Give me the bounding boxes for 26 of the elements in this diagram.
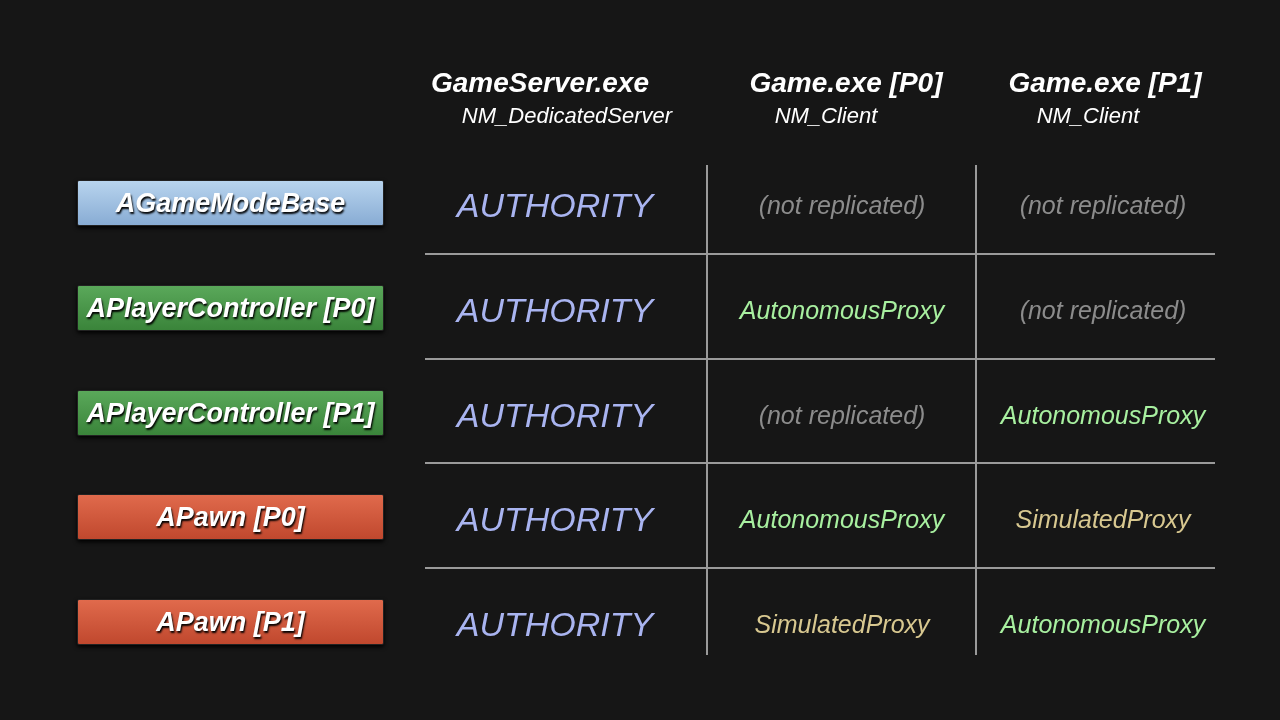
role-text: (not replicated) [1019, 190, 1187, 220]
role-text: AUTHORITY [456, 499, 654, 539]
role-text: AUTHORITY [456, 185, 654, 225]
role-text: (not replicated) [758, 400, 926, 430]
role-text: (not replicated) [758, 190, 926, 220]
class-tag: APawn [P1] [77, 599, 384, 645]
class-tag: APlayerController [P0] [77, 285, 384, 331]
column-subheading: NM_Client [774, 103, 878, 129]
role-text: (not replicated) [1019, 295, 1187, 325]
role-text: SimulatedProxy [1015, 504, 1191, 534]
column-heading: GameServer.exe [431, 67, 649, 99]
role-text: AutonomousProxy [739, 295, 945, 325]
column-heading: Game.exe [P0] [749, 67, 943, 99]
column-heading: Game.exe [P1] [1008, 67, 1202, 99]
role-text: AutonomousProxy [739, 504, 945, 534]
role-text: AUTHORITY [456, 395, 654, 435]
role-text: SimulatedProxy [754, 609, 930, 639]
class-tag: APlayerController [P1] [77, 390, 384, 436]
class-tag: APawn [P0] [77, 494, 384, 540]
column-subheading: NM_Client [1036, 103, 1140, 129]
role-text: AUTHORITY [456, 604, 654, 644]
role-text: AutonomousProxy [1000, 609, 1206, 639]
role-text: AutonomousProxy [1000, 400, 1206, 430]
role-text: AUTHORITY [456, 290, 654, 330]
class-tag: AGameModeBase [77, 180, 384, 226]
column-subheading: NM_DedicatedServer [461, 103, 673, 129]
